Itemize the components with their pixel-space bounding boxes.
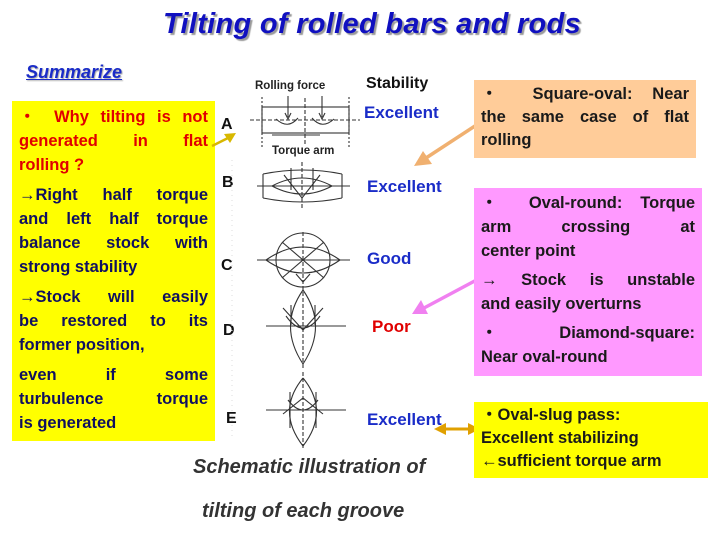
explanation-line: is generated (19, 414, 117, 432)
note-line: ・Oval-slug pass: (481, 406, 621, 424)
stability-rating-b: Excellent (367, 177, 442, 196)
groove-letter-a: A (221, 116, 233, 133)
note-line: center point (481, 242, 576, 260)
stability-rating-d: Poor (372, 317, 411, 336)
page-title: Tilting of rolled bars and rods (162, 8, 582, 40)
groove-letter-c: C (221, 257, 233, 274)
note-line: ・ Oval-round: Torque (481, 194, 695, 212)
note-line: Near oval-round (481, 348, 608, 366)
note-line: the same case of flat (481, 108, 689, 126)
note-line: rolling (481, 131, 532, 149)
explanation-line: →Right half torque (19, 186, 208, 204)
groove-letter-e: E (226, 410, 237, 427)
note-line: ・ Diamond-square: (481, 324, 695, 342)
oval-slug-note: ・Oval-slug pass: Excellent stabilizing ←… (474, 402, 708, 478)
summarize-heading: Summarize (26, 62, 123, 82)
explanation-line: even if some (19, 366, 208, 384)
left-box-to-groove-a-arrow (211, 133, 236, 148)
groove-letter-d: D (223, 322, 235, 339)
explanation-line: and left half torque (19, 210, 208, 228)
explanation-line: rolling ? (19, 156, 85, 174)
flat-rolling-explanation-box: ・ Why tilting is not generated in flat r… (12, 101, 215, 441)
rolling-force-label: Rolling force (255, 80, 326, 92)
explanation-line: balance stock with (19, 234, 208, 252)
torque-arm-label: Torque arm (272, 145, 335, 157)
groove-a-flat-schematic (250, 96, 360, 147)
explanation-line: be restored to its (19, 312, 208, 330)
note-line: → Stock is unstable (481, 271, 695, 289)
stability-rating-e: Excellent (367, 410, 442, 429)
note-line: ←sufficient torque arm (481, 452, 662, 470)
explanation-line: former position, (19, 336, 145, 354)
groove-b-square-oval-schematic (257, 162, 350, 210)
square-oval-note: ・ Square-oval: Near the same case of fla… (474, 80, 696, 158)
groove-e-oval-slug-schematic (266, 372, 346, 450)
note-line: and easily overturns (481, 295, 642, 313)
explanation-line: ・ Why tilting is not (19, 108, 208, 126)
oval-round-note: ・ Oval-round: Torque arm crossing at cen… (474, 188, 702, 376)
square-oval-arrow (414, 122, 479, 166)
explanation-line: strong stability (19, 258, 138, 276)
explanation-line: →Stock will easily (19, 288, 208, 306)
diagram-caption-line-1: Schematic illustration of (193, 456, 426, 478)
stability-rating-a: Excellent (364, 103, 439, 122)
explanation-line: turbulence torque (19, 390, 208, 408)
note-line: arm crossing at (481, 218, 695, 236)
diagram-caption-line-2: tilting of each groove (202, 500, 405, 522)
explanation-line: generated in flat (19, 132, 208, 150)
groove-d-diamond-schematic (266, 286, 346, 368)
stability-header: Stability (366, 75, 429, 92)
stability-rating-c: Good (367, 249, 412, 268)
groove-letter-b: B (222, 174, 234, 191)
note-line: ・ Square-oval: Near (481, 85, 689, 103)
note-line: Excellent stabilizing (481, 429, 639, 447)
